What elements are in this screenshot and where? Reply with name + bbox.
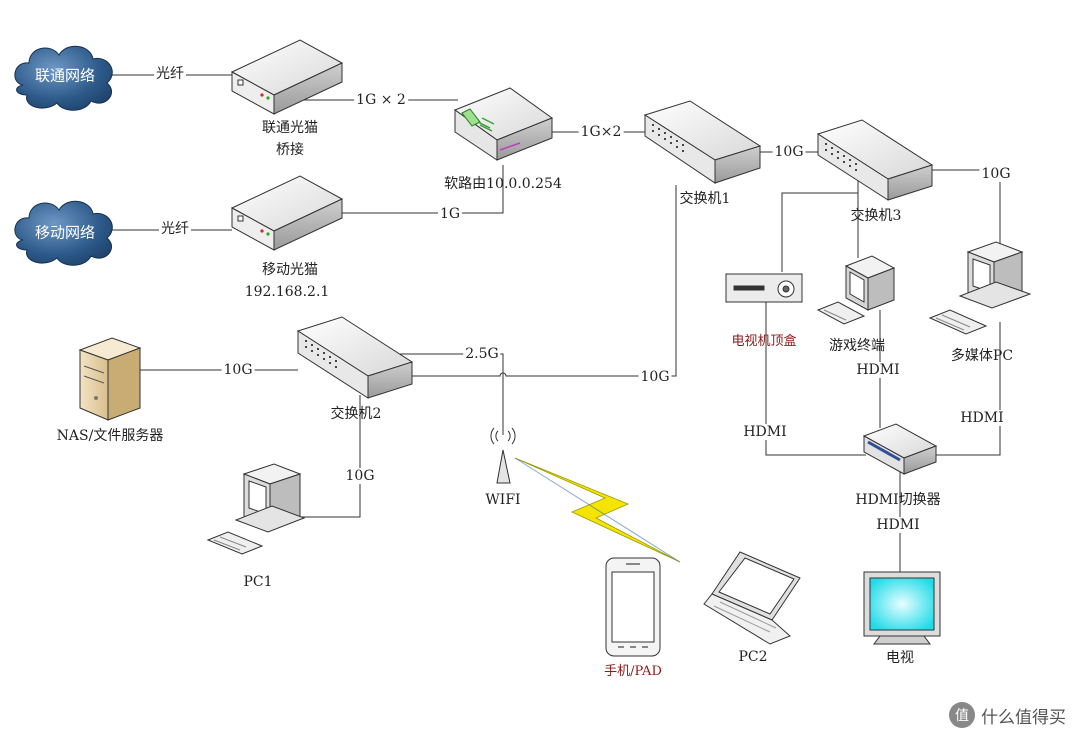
game-terminal-label: 游戏终端 — [829, 338, 885, 354]
switch3-icon — [816, 119, 934, 201]
soft-router-label: 软路由10.0.0.254 — [444, 176, 562, 192]
unicom-modem-icon — [230, 39, 344, 115]
link-mobile-router — [340, 165, 504, 214]
hdmi-switch-icon — [862, 423, 938, 475]
mediapc-hdmi-link-label: HDMI — [958, 410, 1006, 426]
unicom-router-link-label: 1G × 2 — [354, 92, 408, 108]
pc1-icon — [206, 463, 306, 555]
switch2-icon — [296, 316, 414, 399]
mobile-modem-icon — [230, 175, 344, 251]
tv-label: 电视 — [886, 650, 914, 666]
switch2-pc1-link-label: 10G — [343, 468, 377, 484]
switch2-switch1-link-label: 10G — [638, 369, 672, 385]
game-hdmi-link-label: HDMI — [854, 362, 902, 378]
switch1-switch3-link-label: 10G — [772, 144, 806, 160]
mobile-network-label: 移动网络 — [34, 223, 96, 242]
wifi-label: WIFI — [485, 492, 521, 508]
nas-server-icon — [78, 337, 142, 421]
pc2-label: PC2 — [738, 649, 768, 665]
watermark-logo-icon: 值 — [949, 702, 975, 728]
fiber-mobile-label: 光纤 — [159, 221, 191, 237]
nas-switch2-link-label: 10G — [221, 362, 255, 378]
hdmi-switch-label: HDMI切换器 — [855, 492, 941, 508]
mobile-cloud-icon — [14, 200, 113, 266]
game-terminal-icon — [816, 255, 896, 325]
mobile-modem-ip-label: 192.168.2.1 — [244, 284, 330, 300]
switch2-wifi-link-label: 2.5G — [463, 346, 501, 362]
pc1-label: PC1 — [243, 574, 273, 590]
link-switch2-switch1 — [400, 185, 677, 377]
tv-box-icon — [725, 273, 803, 303]
link-switch2-pc1 — [300, 395, 361, 518]
link-switch2-wifi — [395, 353, 504, 435]
tvbox-hdmi-link-label: HDMI — [741, 424, 789, 440]
unicom-network-label: 联通网络 — [34, 66, 96, 85]
switch1-label: 交换机1 — [679, 191, 731, 207]
tv-box-label: 电视机顶盒 — [731, 334, 797, 349]
hdmi-tv-link-label: HDMI — [874, 517, 922, 533]
switch2-label: 交换机2 — [330, 406, 382, 422]
unicom-cloud-icon — [14, 45, 113, 111]
media-pc-icon — [928, 241, 1032, 335]
mobile-modem-label: 移动光猫 — [262, 262, 318, 278]
link-mediapc-hdmi — [934, 322, 1001, 456]
switch1-icon — [643, 100, 762, 184]
unicom-modem-label: 联通光猫 — [262, 120, 318, 136]
switch3-mediapc-link-label: 10G — [979, 166, 1013, 182]
media-pc-label: 多媒体PC — [950, 348, 1014, 364]
fiber-unicom-label: 光纤 — [154, 66, 186, 82]
phone-pad-icon — [605, 557, 661, 657]
watermark: 值 什么值得买 — [949, 702, 1066, 728]
link-tvbox-hdmi — [765, 302, 866, 456]
unicom-modem-bridge-label: 桥接 — [276, 142, 304, 158]
phone-pad-label: 手机/PAD — [604, 664, 662, 679]
watermark-text: 什么值得买 — [981, 707, 1066, 728]
link-switch3-tvbox — [781, 192, 858, 272]
soft-router-icon — [453, 87, 554, 161]
tv-icon — [863, 571, 941, 645]
mobile-router-link-label: 1G — [437, 206, 463, 222]
wifi-icon — [490, 427, 516, 484]
router-switch1-link-label: 1G×2 — [578, 124, 624, 140]
nas-label: NAS/文件服务器 — [56, 428, 164, 444]
pc2-laptop-icon — [703, 551, 801, 645]
switch3-label: 交换机3 — [850, 208, 902, 224]
